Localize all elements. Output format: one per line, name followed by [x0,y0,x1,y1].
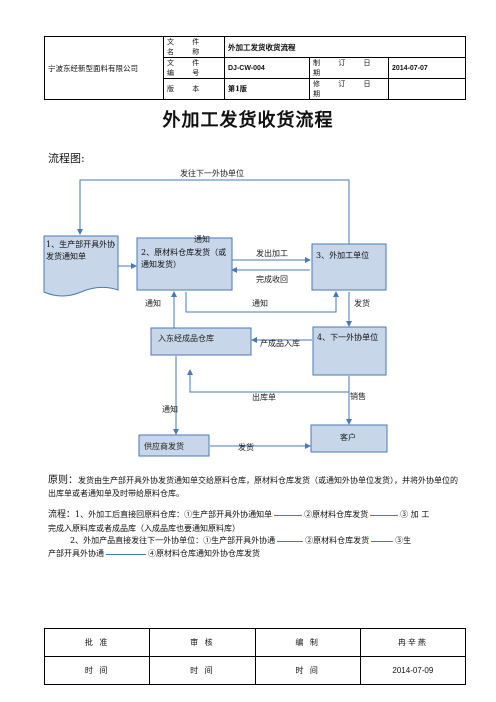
customer-label: 客户 [340,432,356,442]
node-1-label: 1、生产部开具外协发货通知单 [46,240,116,261]
page-title: 外加工发货收货流程 [162,110,334,131]
node-1-shape [43,235,119,297]
time-label-3: 时 间 [254,656,361,685]
edge-send-out-label: 发出加工 [256,248,288,258]
flow2-paragraph: 2、外加产品直接发往下一外协单位：①生产部开具外协通 ②原材料仓库发货 ③生 产部开… [48,534,458,560]
edge-top-label: 发往下一外协单位 [180,168,244,178]
node-4-shape [312,326,387,376]
customer-shape [310,424,388,453]
revise-date-label: 修 订 日 期 [309,78,389,100]
edge-notice2-label: 通知 [145,298,161,308]
store-shape [150,327,252,356]
header-table: 宁波东经新型面料有限公司 文 件 名 称 外加工发货收货流程 文 件 编 号 D… [44,36,466,100]
approve-label: 批 准 [43,628,151,657]
flow2-a: 2、外加产品直接发往下一外协单位：①生产部开具外协通 [70,536,276,545]
edge-finished-in-label: 产成品入库 [260,338,300,348]
compile-label: 编 制 [254,628,361,657]
principle-paragraph: 原则：发货由生产部开具外协发货通知单交给原料仓库，原材料仓库发货（或通知外协单位… [48,474,458,500]
store-label: 入东经成品仓库 [158,333,214,343]
flow1-arrow-1 [274,514,303,516]
flowchart: 1、生产部开具外协发货通知单 2、原材料仓库发货（或通知发货） 3、外加工单位 … [43,168,388,457]
node-2-shape [136,237,233,291]
flow2-d: 产部开具外协通 [48,549,104,558]
edge-ship-label: 发货 [354,298,370,308]
flow2-b: ②原材料仓库发货 [305,536,370,545]
flow2-arrow-1 [277,540,304,542]
flow1-c: ③ 加 工 [400,510,430,519]
edge-outbound-label: 出库单 [252,392,276,402]
flow-label: 流程图: [48,152,85,165]
edge-notice3-label: 通知 [252,298,268,308]
flow2-arrow-3 [106,553,146,555]
time-label-1: 时 间 [43,656,151,685]
node-3-label: 3、外加工单位 [316,251,370,260]
edge-notice1-label: 通知 [194,234,210,244]
revise-date-value [388,78,466,100]
company-name: 宁波东经新型面料有限公司 [44,36,164,100]
principle-head: 原则： [48,475,78,486]
node-3-shape [311,243,387,291]
footer-table: 批 准 审 核 编 制 冉辛燕 时 间 时 间 时 间 2014-07-09 [43,628,467,685]
flow1-arrow-2 [370,514,399,516]
flow-head: 流程： [48,510,76,520]
flow1-d: 完成入原料库或者成品库（入成品库也要通知原料库） [48,524,240,533]
time-label-2: 时 间 [149,656,256,685]
flow1-b: ②原材料仓库发货 [304,510,369,519]
flow2-e: ④原材料仓库通知外协仓库发货 [148,549,260,558]
flow2-arrow-2 [371,540,394,542]
principle-text: 发货由生产部开具外协发货通知单交给原料仓库，原材料仓库发货（或通知外协单位发货）… [48,476,458,498]
compile-date: 2014-07-09 [359,656,467,685]
node-4-label: 4、下一外协单位 [317,333,379,342]
node-2-label: 2、原材料仓库发货（或通知发货） [141,248,227,269]
review-label: 审 核 [149,628,256,657]
flow-paragraph: 流程：1、外加工后直接回原料仓库：①生产部开具外协通知单 ②原材料仓库发货 ③ 加 … [48,508,458,535]
edge-finish-back-label: 完成收回 [256,274,288,284]
edge-notice4-label: 通知 [162,404,178,414]
edge-sales-label: 销售 [350,391,366,401]
supplier-shape [138,434,210,457]
edge-ship2-label: 发货 [238,442,254,452]
flow2-c: ③生 [395,536,412,545]
compiler-name: 冉辛燕 [359,628,467,657]
flow1-a: 1、外加工后直接回原料仓库：①生产部开具外协通知单 [75,510,273,519]
supplier-label: 供应商发货 [144,441,184,451]
